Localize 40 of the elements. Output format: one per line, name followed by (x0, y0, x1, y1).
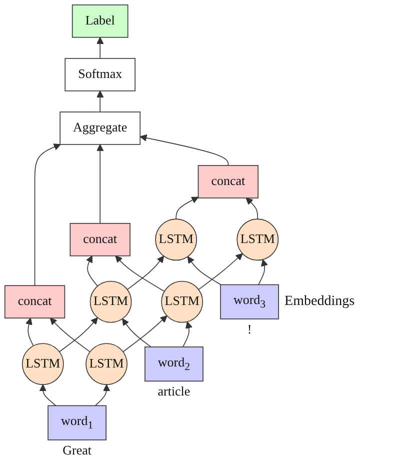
word-label: Great (62, 442, 92, 458)
process-box: Label (72, 4, 128, 38)
process-box: concat (198, 165, 258, 198)
arrow (122, 318, 152, 348)
arrow (187, 256, 222, 286)
arrow (25, 318, 34, 346)
word-label: ! (247, 322, 252, 337)
word-label: article (158, 384, 190, 399)
process-circle: LSTM (155, 218, 198, 261)
arrow (258, 259, 268, 286)
process-box: Aggregate (60, 112, 141, 145)
process-circle: LSTM (86, 343, 128, 385)
arrow (198, 253, 243, 290)
process-circle: LSTM (90, 280, 132, 323)
process-box: word$_{3}$ (220, 284, 279, 320)
process-box: word$_{1}$ (48, 405, 106, 440)
arrow (122, 315, 168, 352)
arrow (96, 90, 104, 112)
process-circle: LSTM (161, 280, 204, 323)
arrow (182, 321, 192, 348)
arrow (50, 318, 90, 352)
arrow (39, 384, 56, 406)
row-label: Embeddings (284, 294, 355, 310)
arrow (96, 37, 104, 59)
process-box: word$_{2}$ (144, 346, 204, 382)
process-circle: LSTM (236, 218, 279, 261)
arrow (86, 256, 98, 286)
arrow (246, 198, 258, 220)
arrow (115, 256, 165, 292)
arrow (96, 144, 104, 224)
process-box: concat (4, 285, 66, 318)
arrow (176, 196, 199, 220)
arrow (126, 256, 164, 290)
process-circle: LSTM (22, 343, 64, 385)
arrow (34, 144, 61, 286)
arrow (94, 384, 110, 406)
arrow (140, 134, 229, 166)
process-box: concat (70, 223, 130, 256)
arrow (59, 317, 98, 352)
process-box: Softmax (64, 58, 136, 92)
